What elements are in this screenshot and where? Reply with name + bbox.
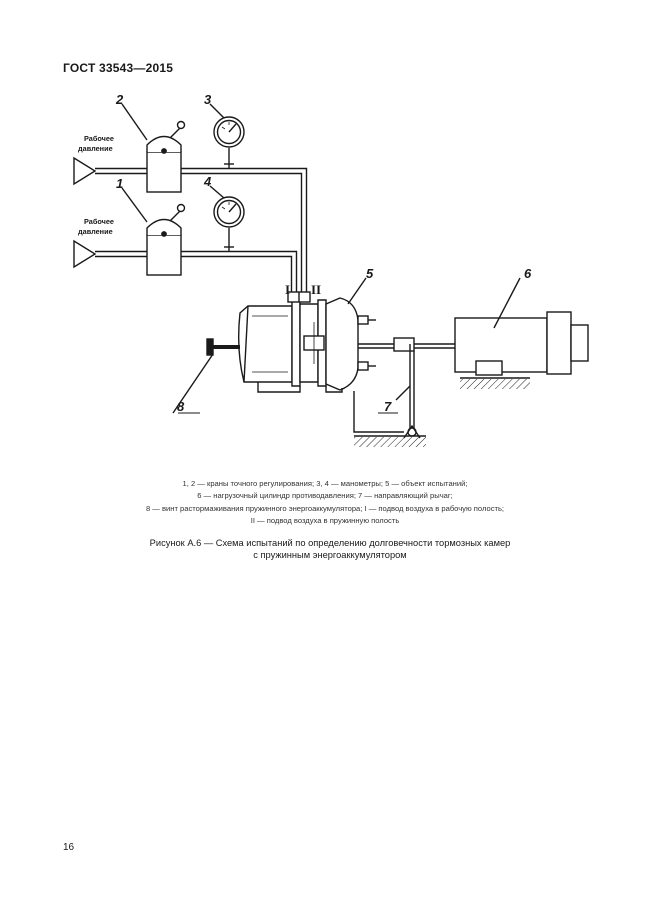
figure-caption: Рисунок А.6 — Схема испытаний по определ… [70, 538, 590, 561]
inlet-label-lower-line1: Рабочее [84, 217, 114, 226]
caption-line-2: с пружинным энергоаккумулятором [253, 549, 407, 560]
port-label-1: I [285, 282, 290, 297]
valve-2 [146, 120, 186, 193]
inlet-arrow-lower [73, 239, 97, 269]
legend-line: 1, 2 — краны точного регулирования; 3, 4… [182, 479, 468, 488]
document-header: ГОСТ 33543—2015 [63, 61, 174, 75]
test-scheme-figure: Рабочее давление Рабочее давление 2 1 3 … [73, 92, 589, 447]
gauge-3 [213, 116, 245, 168]
part-label-6: 6 [524, 266, 532, 281]
gauge-4 [213, 196, 245, 251]
load-cylinder-6 [454, 311, 589, 379]
part-label-3: 3 [204, 92, 212, 107]
page-number: 16 [63, 842, 75, 853]
inlet-label-lower-line2: давление [78, 227, 113, 236]
ground-hatch [354, 379, 530, 447]
inlet-label-upper-line1: Рабочее [84, 134, 114, 143]
brake-chamber-5 [237, 291, 376, 393]
legend-line: 8 — винт растормаживания пружинного энер… [145, 503, 505, 513]
legend-line: 6 — нагрузочный цилиндр противодавления;… [197, 491, 453, 501]
part-label-8: 8 [177, 399, 185, 414]
port-label-2: II [311, 282, 321, 297]
inlet-label-upper-line2: давление [78, 144, 113, 153]
part-label-5: 5 [366, 266, 374, 281]
guide-lever-7 [403, 344, 421, 439]
legend-line: II — подвод воздуха в пружинную полость [250, 516, 400, 526]
figure-legend: 1, 2 — краны точного регулирования; 3, 4… [80, 478, 570, 528]
inlet-arrow-upper [73, 156, 97, 186]
release-screw-8 [206, 338, 240, 356]
caption-line-1: Рисунок А.6 — Схема испытаний по определ… [149, 538, 511, 548]
part-label-7: 7 [384, 399, 392, 414]
part-label-1: 1 [116, 176, 123, 191]
valve-1 [146, 203, 186, 276]
part-label-4: 4 [203, 174, 212, 189]
part-label-2: 2 [115, 92, 124, 107]
